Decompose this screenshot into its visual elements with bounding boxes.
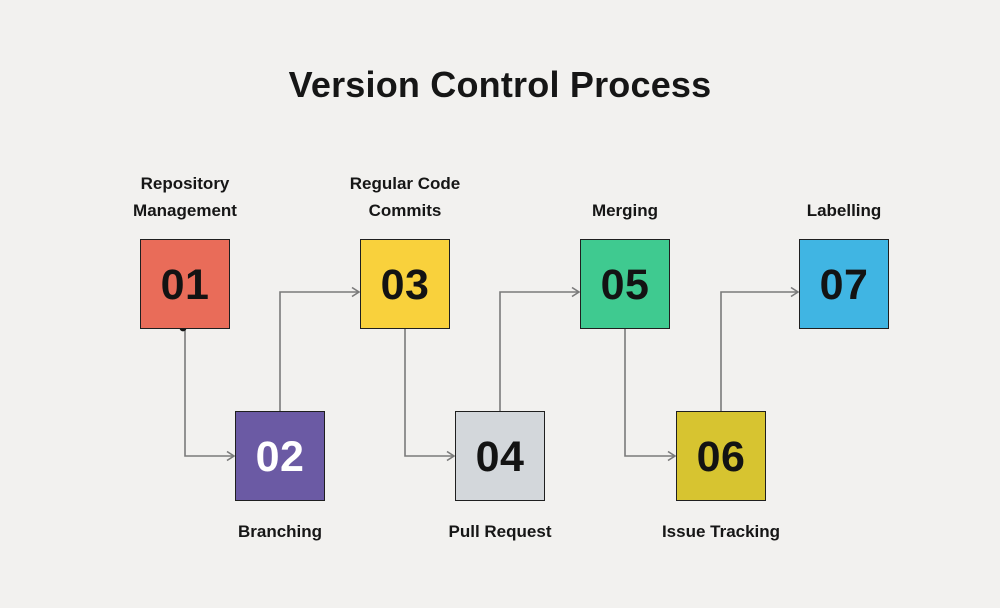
step-box-01: 01 [140, 239, 230, 329]
step-label-line: Regular Code [349, 174, 461, 193]
step-label-04: Pull Request [390, 518, 610, 545]
step-number: 06 [696, 432, 746, 481]
connector-line [184, 329, 234, 457]
step-number: 07 [819, 260, 869, 309]
step-box-05: 05 [580, 239, 670, 329]
step-box-03: 03 [360, 239, 450, 329]
arrowhead-icon [790, 286, 800, 298]
connector-line [499, 291, 579, 411]
step-label-line: Branching [237, 522, 323, 541]
step-number: 02 [255, 432, 305, 481]
step-label-02: Branching [170, 518, 390, 545]
step-number: 01 [160, 260, 210, 309]
step-label-06: Issue Tracking [611, 518, 831, 545]
step-label-line: Merging [591, 201, 659, 220]
step-box-07: 07 [799, 239, 889, 329]
step-box-06: 06 [676, 411, 766, 501]
connector-line [624, 329, 675, 457]
step-label-07: Labelling [734, 197, 954, 224]
step-label-line: Labelling [806, 201, 882, 220]
step-number: 03 [380, 260, 430, 309]
arrowhead-icon [351, 286, 361, 298]
step-label-line: Commits [368, 201, 442, 220]
arrowhead-icon [667, 450, 677, 462]
arrowhead-icon [446, 450, 456, 462]
step-label-line: Repository [140, 174, 230, 193]
step-label-line: Pull Request [448, 522, 552, 541]
diagram-title: Version Control Process [288, 64, 712, 105]
arrowhead-icon [571, 286, 581, 298]
step-number: 05 [600, 260, 650, 309]
connector-line [279, 291, 359, 411]
arrowhead-icon [226, 450, 236, 462]
step-label-05: Merging [515, 197, 735, 224]
step-box-04: 04 [455, 411, 545, 501]
step-box-02: 02 [235, 411, 325, 501]
connector-line [404, 329, 454, 457]
step-label-line: Issue Tracking [661, 522, 781, 541]
step-number: 04 [475, 432, 525, 481]
connector-line [720, 291, 798, 411]
step-label-line: Management [133, 201, 237, 220]
